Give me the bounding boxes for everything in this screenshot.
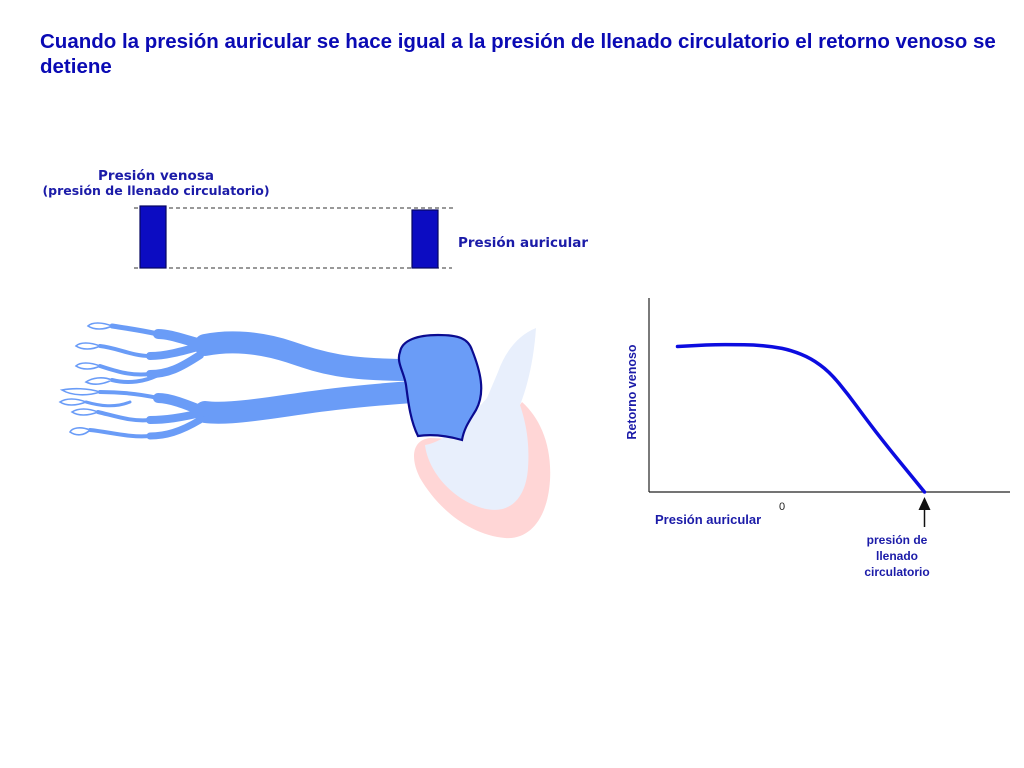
slide-title: Cuando la presión auricular se hace igua… (40, 30, 996, 78)
annotation-line-3: circulatorio (864, 565, 929, 579)
annotation-line-2: llenado (876, 549, 918, 563)
annotation-line-1: presión de (867, 533, 928, 547)
venous-return-curve (675, 342, 927, 494)
venous-pressure-sublabel: (presión de llenado circulatorio) (42, 183, 269, 198)
venous-pressure-bar (139, 205, 167, 269)
mean-filling-pressure-arrow-icon (918, 497, 931, 510)
venous-vessels (84, 323, 423, 440)
right-atrium (397, 333, 483, 442)
atrial-pressure-bar (411, 209, 439, 269)
pressure-schematic: Presión venosa (presión de llenado circu… (42, 168, 588, 269)
y-axis-label: Retorno venoso (625, 344, 639, 440)
atrial-pressure-label: Presión auricular (458, 235, 588, 251)
x-axis-label: Presión auricular (655, 512, 761, 527)
venous-pressure-label: Presión venosa (98, 168, 214, 184)
heart-illustration (58, 322, 551, 539)
vessel-tips (58, 322, 114, 436)
heart-inner-chamber (425, 328, 536, 510)
x-tick-label: 0 (779, 501, 785, 513)
venous-return-chart: Retorno venoso 0 Presión auricular presi… (625, 298, 1010, 579)
